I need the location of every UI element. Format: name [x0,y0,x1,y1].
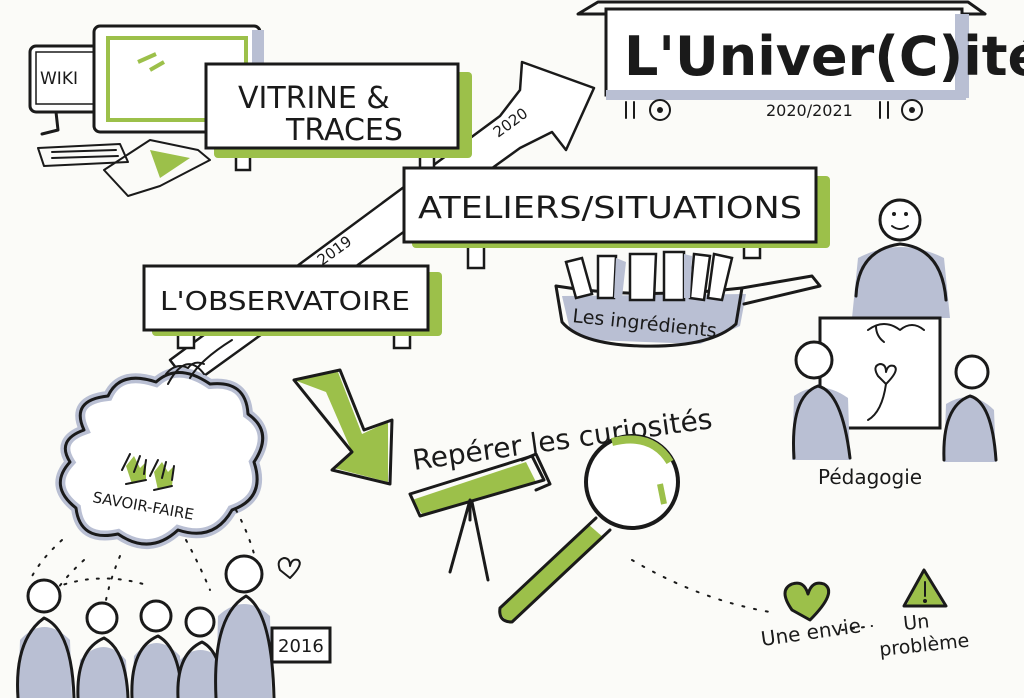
heart-icon-small [874,363,897,385]
sign-vitrine-line1: VITRINE & [238,81,390,116]
year-2016-label: 2016 [278,636,324,657]
savoir-faire-cloud: SAVOIR-FAIRE [55,339,268,550]
probleme-label-line2: problème [878,630,970,661]
down-arrow-icon [292,368,394,486]
wiki-label: WIKI [40,69,78,89]
probleme-label-line1: Un [902,610,930,635]
curiosites-group: Repérer les curiosités [408,402,714,624]
pedagogie-label: Pédagogie [818,465,922,489]
heart-icon [783,581,831,622]
pan-ingredients: Les ingrédients [554,250,822,348]
envie-probleme-group: Une envie Un problème [631,559,970,661]
years-label: 2020/2021 [766,101,853,120]
computer-illustration: WIKI [28,24,264,197]
heart-icon-crowd [277,557,301,579]
hands-icon [121,453,175,491]
sign-vitrine-traces: VITRINE & TRACES [204,62,472,172]
pedagogie-illustration: Pédagogie [792,198,998,489]
sign-observatoire-text: L'OBSERVATOIRE [160,287,410,317]
magnifier-icon [498,434,680,624]
wheel-icon-right [879,99,923,121]
title-board: L'Univer(C)ité 2020/2021 [576,0,1024,121]
year-2016-box: 2016 [270,626,332,664]
crowd-illustration: 2016 [16,509,332,698]
sign-vitrine-line2: TRACES [285,113,403,148]
page-title: L'Univer(C)ité [624,25,1024,88]
warning-icon [902,568,948,608]
sign-observatoire: L'OBSERVATOIRE [142,264,442,350]
sign-ateliers-situations: ATELIERS/SITUATIONS [402,166,830,270]
sign-ateliers-text: ATELIERS/SITUATIONS [418,191,802,226]
keyboard-icon [37,143,129,167]
telescope-icon [408,452,552,582]
ingredient-paper-icons [564,250,734,302]
wheel-icon-left [625,99,671,121]
book-icon [103,139,211,197]
